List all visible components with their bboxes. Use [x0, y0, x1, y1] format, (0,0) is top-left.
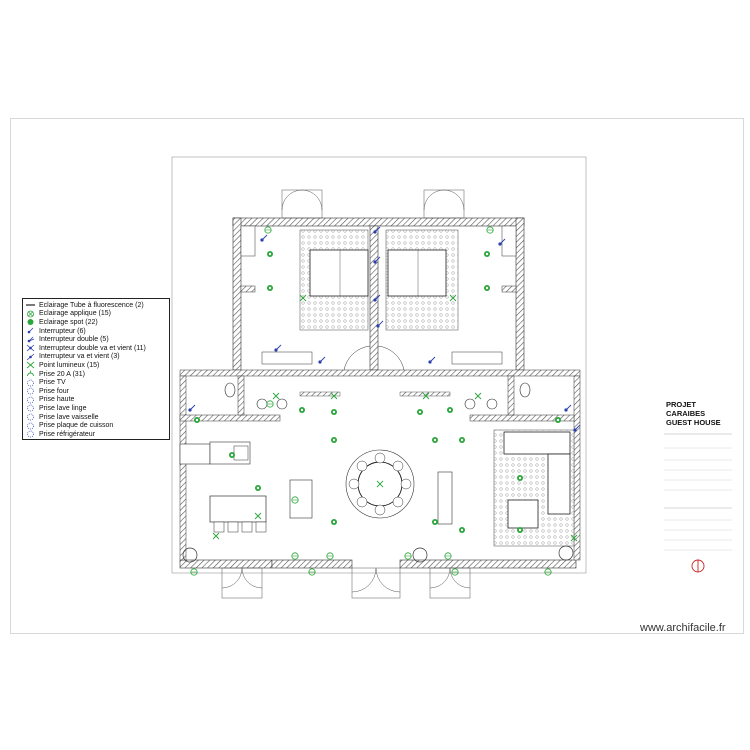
legend-item-label: Prise haute	[39, 396, 75, 404]
double-two-way-switch-icon	[26, 344, 35, 352]
legend-item: Interrupteur double va et vient (11)	[26, 344, 166, 353]
project-title: PROJET CARAIBES	[666, 400, 706, 418]
legend-item-label: Point lumineux (15)	[39, 361, 100, 369]
legend-item-label: Prise four	[39, 387, 69, 395]
legend-item: Interrupteur (6)	[26, 327, 166, 336]
legend-item: Prise 20 A (31)	[26, 370, 166, 379]
legend-item-label: Prise lave linge	[39, 404, 87, 412]
legend-item: Prise lave vaisselle	[26, 413, 166, 422]
legend-item: Eclairage applique (15)	[26, 310, 166, 319]
legend-item: Point lumineux (15)	[26, 361, 166, 370]
switch-icon	[26, 327, 35, 335]
legend-item: Interrupteur double (5)	[26, 335, 166, 344]
spot-light-icon	[26, 318, 35, 326]
legend: Eclairage Tube à fluorescence (2)Eclaira…	[22, 298, 170, 440]
high-socket-icon	[26, 396, 35, 404]
legend-item: Prise plaque de cuisson	[26, 421, 166, 430]
legend-item: Eclairage Tube à fluorescence (2)	[26, 301, 166, 310]
fluorescent-tube-icon	[26, 301, 35, 309]
legend-item-label: Eclairage spot (22)	[39, 318, 98, 326]
legend-item-label: Interrupteur double (5)	[39, 336, 109, 344]
watermark: www.archifacile.fr	[640, 622, 726, 634]
legend-item-label: Eclairage Tube à fluorescence (2)	[39, 301, 144, 309]
socket-20a-icon	[26, 370, 35, 378]
legend-item-label: Prise réfrigérateur	[39, 430, 96, 438]
legend-item: Prise four	[26, 387, 166, 396]
legend-item-label: Prise plaque de cuisson	[39, 422, 114, 430]
wall-light-icon	[26, 310, 35, 318]
top-doors	[281, 189, 465, 219]
light-point-icon	[26, 361, 35, 369]
legend-item: Prise réfrigérateur	[26, 430, 166, 439]
washing-machine-socket-icon	[26, 404, 35, 412]
legend-item: Interrupteur va et vient (3)	[26, 353, 166, 362]
legend-item-label: Eclairage applique (15)	[39, 310, 111, 318]
hob-socket-icon	[26, 422, 35, 430]
fridge-socket-icon	[26, 430, 35, 438]
oven-socket-icon	[26, 387, 35, 395]
double-switch-icon	[26, 336, 35, 344]
legend-item: Prise TV	[26, 378, 166, 387]
site-outline	[171, 156, 587, 574]
legend-item: Prise lave linge	[26, 404, 166, 413]
tv-socket-icon	[26, 379, 35, 387]
legend-item-label: Interrupteur double va et vient (11)	[39, 344, 146, 352]
legend-item-label: Prise TV	[39, 379, 66, 387]
bedroom-block	[232, 217, 525, 371]
legend-item: Eclairage spot (22)	[26, 318, 166, 327]
project-subtitle: GUEST HOUSE	[666, 418, 721, 427]
legend-item-label: Prise lave vaisselle	[39, 413, 99, 421]
two-way-switch-icon	[26, 353, 35, 361]
legend-item-label: Interrupteur (6)	[39, 327, 86, 335]
legend-item: Prise haute	[26, 396, 166, 405]
legend-item-label: Prise 20 A (31)	[39, 370, 85, 378]
legend-item-label: Interrupteur va et vient (3)	[39, 353, 120, 361]
dishwasher-socket-icon	[26, 413, 35, 421]
living-block	[179, 369, 581, 599]
title-block: PROJET CARAIBES GUEST HOUSE	[664, 394, 732, 580]
